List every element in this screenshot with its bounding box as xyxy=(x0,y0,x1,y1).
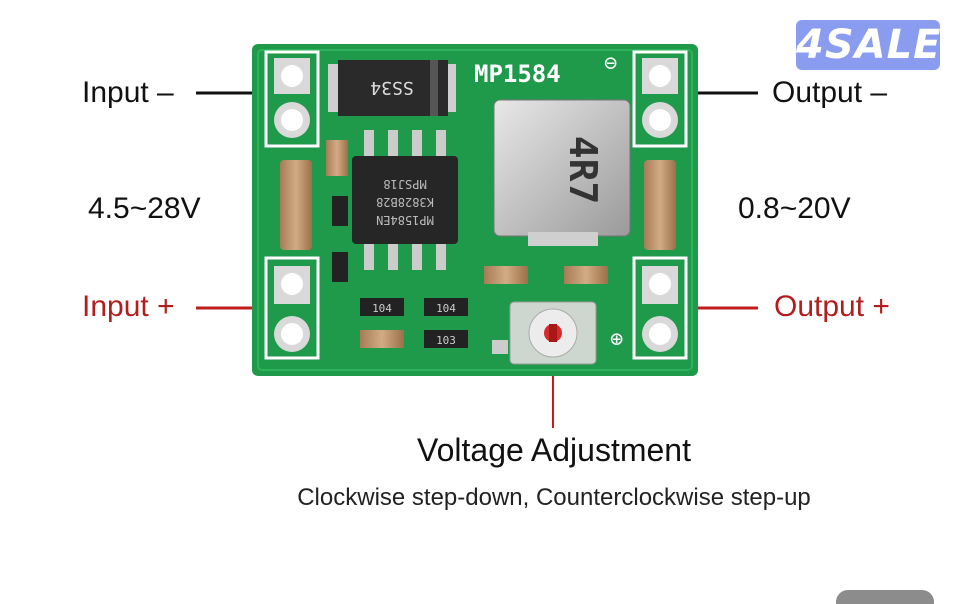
svg-text:MP1584EN: MP1584EN xyxy=(376,213,434,227)
svg-text:103: 103 xyxy=(436,334,456,347)
svg-text:104: 104 xyxy=(436,302,456,315)
input-minus-terminals xyxy=(264,50,320,148)
output-voltage-range-label: 0.8~20V xyxy=(738,192,851,225)
mp1584en-ic: MP1584EN K3828B28 MPSJ18 xyxy=(352,130,458,270)
output-plus-terminals xyxy=(632,256,688,360)
small-capacitor xyxy=(326,140,348,176)
input-plus-label: Input + xyxy=(82,290,175,323)
svg-text:K3828B28: K3828B28 xyxy=(376,195,434,209)
voltage-adjust-potentiometer[interactable] xyxy=(509,301,597,365)
voltage-adjustment-subtitle: Clockwise step-down, Counterclockwise st… xyxy=(297,484,811,511)
resistor-array: 104 104 103 xyxy=(332,196,608,354)
svg-text:MPSJ18: MPSJ18 xyxy=(383,177,426,191)
home-indicator[interactable] xyxy=(836,590,934,604)
plus-symbol: ⊕ xyxy=(610,327,623,352)
output-minus-terminals xyxy=(632,50,688,148)
input-plus-terminals xyxy=(264,256,320,360)
output-minus-label: Output – xyxy=(772,76,888,109)
minus-symbol: ⊖ xyxy=(604,51,617,76)
svg-text:SS34: SS34 xyxy=(370,77,413,98)
input-minus-label: Input – xyxy=(82,76,174,109)
input-capacitor xyxy=(280,160,312,250)
output-plus-label: Output + xyxy=(774,290,890,323)
mp1584-silkscreen: MP1584 xyxy=(474,60,561,88)
svg-text:4R7: 4R7 xyxy=(561,136,605,205)
input-voltage-range-label: 4.5~28V xyxy=(88,192,201,225)
mp1584-pcb-board: SS34 MP1584 ⊖ ⊕ 4R7 MP1584EN K3828B28 MP… xyxy=(252,44,698,376)
output-capacitor xyxy=(644,160,676,250)
4r7-inductor: 4R7 xyxy=(493,99,631,246)
4sale-watermark-badge: 4SALE xyxy=(796,20,942,70)
svg-text:104: 104 xyxy=(372,302,392,315)
voltage-adjustment-title: Voltage Adjustment xyxy=(417,432,691,468)
ss34-diode: SS34 xyxy=(328,60,456,116)
